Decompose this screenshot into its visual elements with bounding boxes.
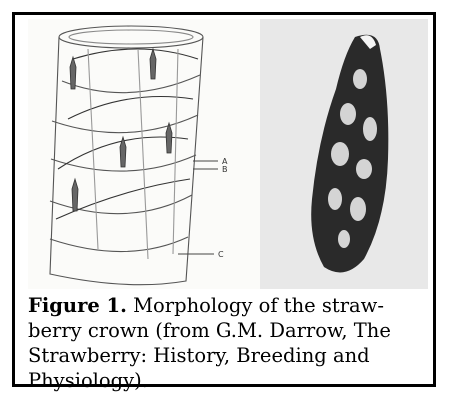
crown-drawing: A B C (28, 19, 260, 289)
figure-label: Figure 1. (28, 294, 127, 317)
caption-text-line1: Morphology of the straw- (133, 294, 384, 317)
crown-photo (260, 19, 428, 289)
figure-frame: A B C Figure 1. Morphology of the straw-… (12, 12, 436, 387)
figure-caption: Figure 1. Morphology of the straw- berry… (28, 293, 428, 393)
caption-text-line3: Strawberry: History, Breeding and (28, 344, 370, 367)
figure-images: A B C (28, 19, 428, 289)
drawing-label-b: B (222, 165, 228, 174)
caption-text-line2: berry crown (from G.M. Darrow, The (28, 319, 391, 342)
drawing-label-c: C (218, 250, 224, 259)
caption-text-line4: Physiology). (28, 369, 148, 392)
